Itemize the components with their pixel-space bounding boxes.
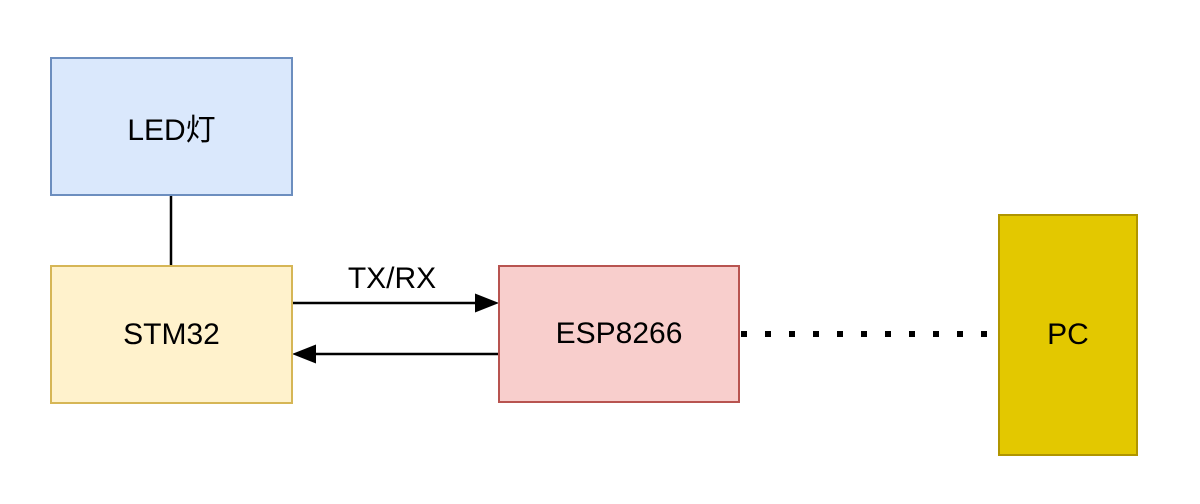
node-esp8266: ESP8266 bbox=[498, 265, 740, 403]
edge-stm32-to-esp8266-arrow bbox=[293, 293, 499, 313]
node-pc: PC bbox=[998, 214, 1138, 456]
edge-label-txrx: TX/RX bbox=[347, 262, 437, 295]
node-pc-label: PC bbox=[1047, 318, 1089, 351]
edge-esp8266-to-stm32-arrow bbox=[292, 344, 498, 364]
node-stm32: STM32 bbox=[50, 265, 293, 404]
node-stm32-label: STM32 bbox=[123, 317, 220, 351]
arrowhead-right-icon bbox=[475, 293, 499, 313]
node-esp8266-label: ESP8266 bbox=[555, 317, 683, 350]
node-led-label: LED灯 bbox=[127, 113, 216, 147]
node-led: LED灯 bbox=[50, 57, 293, 196]
arrowhead-left-icon bbox=[292, 344, 316, 364]
